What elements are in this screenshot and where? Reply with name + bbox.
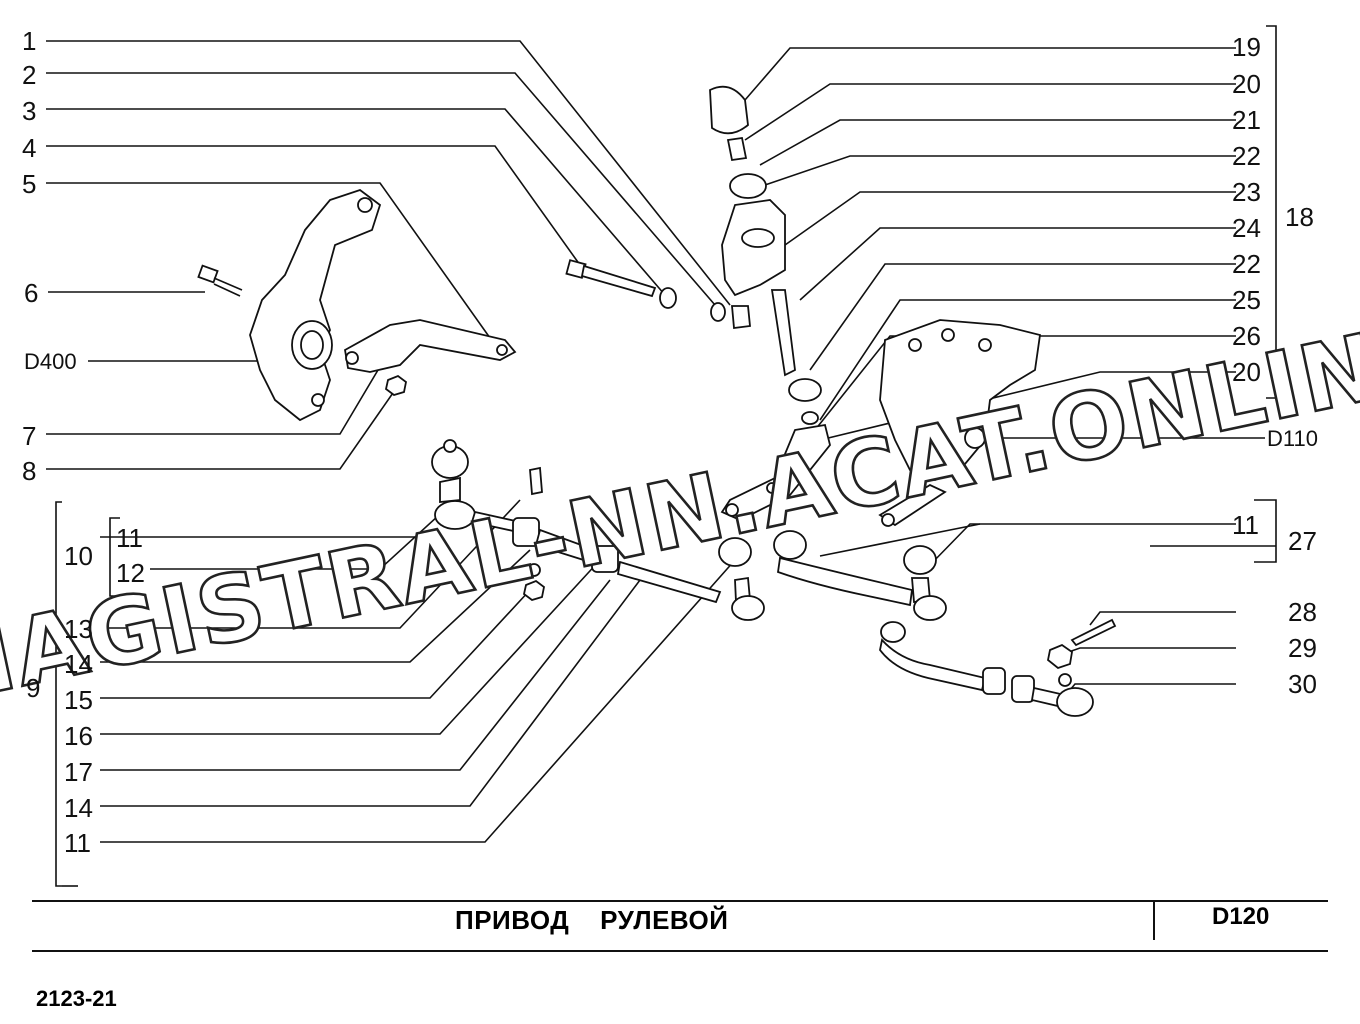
callout-23: 23 bbox=[1232, 177, 1261, 207]
callout-26: 26 bbox=[1232, 321, 1261, 351]
callout-11b: 11 bbox=[64, 828, 91, 858]
long-bolt-4 bbox=[565, 259, 751, 330]
callout-2: 2 bbox=[22, 60, 36, 90]
ref-label-d400: D400 bbox=[24, 349, 77, 374]
title-block-bottom-rule bbox=[32, 950, 1328, 952]
callout-28: 28 bbox=[1288, 597, 1317, 627]
callout-21: 21 bbox=[1232, 105, 1261, 135]
callout-24: 24 bbox=[1232, 213, 1261, 243]
callout-25: 25 bbox=[1232, 285, 1261, 315]
callout-3: 3 bbox=[22, 96, 36, 126]
callout-30: 30 bbox=[1288, 669, 1317, 699]
tie-rod-right bbox=[879, 618, 1117, 717]
callout-4: 4 bbox=[22, 133, 36, 163]
callout-7: 7 bbox=[22, 421, 36, 451]
callout-22b: 22 bbox=[1232, 249, 1261, 279]
callout-12: 12 bbox=[116, 558, 145, 588]
pitman-arm bbox=[720, 423, 831, 521]
callout-13: 13 bbox=[64, 614, 93, 644]
callout-5: 5 bbox=[22, 169, 36, 199]
title-block-top-rule bbox=[32, 900, 1328, 902]
callout-20b: 20 bbox=[1232, 357, 1261, 387]
leader-lines bbox=[46, 25, 1277, 887]
callout-14a: 14 bbox=[64, 649, 93, 679]
callout-15: 15 bbox=[64, 685, 93, 715]
title-block-divider bbox=[1153, 900, 1155, 940]
steering-knuckle bbox=[249, 188, 382, 422]
callout-20a: 20 bbox=[1232, 69, 1261, 99]
group-label-18: 18 bbox=[1285, 202, 1314, 232]
ref-label-d110: D110 bbox=[1267, 426, 1318, 451]
callouts-right: 19 20 21 22 23 24 22 25 26 20 11 28 29 3… bbox=[1232, 32, 1317, 699]
callout-29: 29 bbox=[1288, 633, 1317, 663]
group-label-27: 27 bbox=[1288, 526, 1317, 556]
tie-rod-left bbox=[431, 439, 765, 621]
steering-arm bbox=[344, 319, 517, 373]
callout-1: 1 bbox=[22, 26, 36, 56]
section-code: D120 bbox=[1212, 903, 1270, 930]
callouts-left: 1 2 3 4 5 6 7 8 9 10 11 12 13 14 15 16 1… bbox=[22, 26, 145, 858]
watermark: MAGISTRAL-NN.ACAT.ONLINE bbox=[0, 300, 1360, 727]
model-number: 2123-21 bbox=[36, 986, 117, 1011]
callout-11c: 11 bbox=[1232, 510, 1259, 540]
callout-14b: 14 bbox=[64, 793, 93, 823]
pendulum-bracket bbox=[709, 85, 822, 425]
callout-22a: 22 bbox=[1232, 141, 1261, 171]
tie-rod-center bbox=[773, 530, 947, 621]
callout-19: 19 bbox=[1232, 32, 1261, 62]
callout-16: 16 bbox=[64, 721, 93, 751]
callout-11a: 11 bbox=[116, 523, 143, 553]
callout-10: 10 bbox=[64, 541, 93, 571]
bolt-6 bbox=[197, 264, 243, 297]
callout-9: 9 bbox=[26, 673, 40, 703]
nut-8 bbox=[384, 374, 407, 396]
callout-8: 8 bbox=[22, 456, 36, 486]
callout-17: 17 bbox=[64, 757, 93, 787]
steering-gear-box bbox=[878, 319, 1042, 527]
page-title: ПРИВОД РУЛЕВОЙ bbox=[455, 905, 729, 935]
callout-6: 6 bbox=[24, 278, 38, 308]
